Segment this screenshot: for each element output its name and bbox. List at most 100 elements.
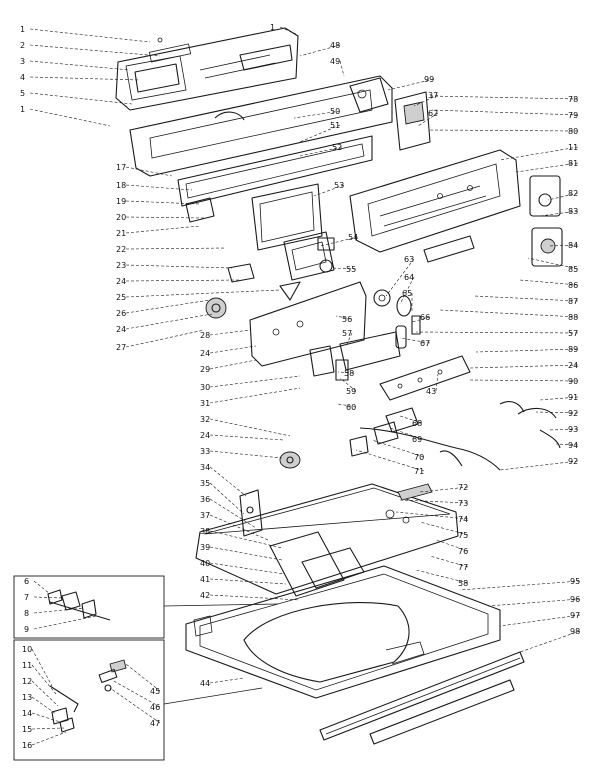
callout-number: 31	[200, 399, 210, 408]
callout-leader	[209, 530, 283, 549]
callout-leader	[339, 60, 345, 77]
callout-right-11: 88	[439, 309, 579, 322]
callout-inset-top-0: 6	[24, 577, 51, 595]
callout-left-11: 22	[116, 245, 227, 254]
front-trim	[319, 651, 525, 745]
callout-number: 18	[116, 181, 126, 190]
callout-leader	[31, 680, 59, 707]
callout-leader	[125, 247, 227, 250]
callout-number: 3	[20, 57, 25, 66]
callout-number: 57	[342, 329, 352, 338]
callout-number: 51	[330, 121, 340, 130]
callout-number: 25	[116, 293, 126, 302]
callout-left-25: 33	[200, 447, 283, 459]
callout-leader	[125, 663, 161, 692]
wire-harness	[359, 401, 561, 471]
callout-center-0: 1	[270, 23, 297, 35]
callout-leader	[539, 396, 579, 401]
callout-inset-bottom-8: 46	[111, 679, 160, 712]
callout-leader	[515, 162, 579, 173]
callout-center-18: 57	[342, 329, 353, 347]
callout-number: 76	[458, 547, 468, 556]
callout-leader	[125, 289, 281, 298]
callout-left-32: 40	[200, 559, 285, 575]
callout-right-29: 96	[487, 595, 581, 607]
callout-number: 32	[200, 415, 210, 424]
callout-leader	[125, 225, 201, 234]
callout-leader	[29, 28, 151, 43]
callout-right-22: 73	[399, 499, 468, 508]
callout-number: 85	[568, 265, 578, 274]
callout-leader	[469, 364, 579, 369]
pressure-switch	[339, 289, 421, 371]
callout-leader	[539, 210, 579, 217]
callout-right-20: 92	[499, 457, 578, 471]
callout-number: 92	[568, 457, 578, 466]
callout-inset-bottom-5: 15	[22, 725, 65, 734]
callout-center-25: 70	[371, 439, 425, 462]
callout-number: 47	[150, 719, 160, 728]
callout-number: 9	[24, 625, 29, 634]
callout-number: 14	[22, 709, 32, 718]
callout-number: 50	[330, 107, 340, 116]
callout-number: 64	[404, 273, 414, 282]
callout-leader	[431, 109, 579, 116]
callout-number: 6	[24, 577, 29, 586]
callout-leader	[33, 607, 85, 614]
callout-leader	[209, 546, 283, 561]
callout-leader	[469, 379, 579, 382]
callout-leader	[125, 279, 241, 282]
callout-number: 55	[346, 265, 356, 274]
lid-switch	[239, 451, 301, 537]
callout-number: 60	[346, 403, 356, 412]
callout-right-1: 79	[431, 109, 579, 120]
callout-leader	[125, 264, 233, 269]
callout-number: 79	[568, 111, 578, 120]
callout-number: 52	[332, 143, 342, 152]
callout-number: 78	[568, 95, 578, 104]
callout-leader	[429, 95, 579, 100]
callout-number: 73	[458, 499, 468, 508]
callout-inset-bottom-2: 12	[22, 677, 59, 707]
callout-left-22: 31	[200, 387, 301, 408]
callout-leader	[387, 78, 435, 91]
callout-leader	[125, 166, 173, 177]
callout-center-13: 64	[399, 273, 415, 305]
callout-number: 40	[200, 559, 210, 568]
callout-number: 24	[568, 361, 578, 370]
callout-number: 8	[24, 609, 29, 618]
callout-left-26: 34	[200, 463, 247, 497]
callout-number: 7	[24, 593, 29, 602]
callout-leader	[33, 580, 51, 595]
callout-leader	[411, 316, 431, 323]
callout-leader	[435, 373, 439, 392]
callout-number: 2	[20, 41, 25, 50]
callout-leader	[439, 309, 579, 318]
callout-number: 62	[428, 109, 438, 118]
callout-number: 5	[20, 89, 25, 98]
callout-center-11: 55	[331, 265, 356, 274]
control-console	[129, 75, 431, 223]
callout-number: 24	[200, 431, 210, 440]
callout-left-16: 24	[116, 313, 213, 334]
callout-inset-bottom-9: 47	[109, 687, 160, 728]
callout-number: 19	[116, 197, 126, 206]
callout-leader	[487, 598, 581, 607]
callout-leader	[293, 110, 341, 119]
callout-right-18: 93	[547, 425, 578, 434]
callout-leader	[125, 313, 213, 330]
callout-number: 45	[150, 687, 160, 696]
callout-right-27: 58	[415, 569, 468, 588]
callout-right-9: 86	[519, 279, 578, 290]
callout-left-5: 1	[20, 105, 111, 127]
callout-center-24: 69	[389, 427, 422, 444]
callout-leader	[371, 439, 425, 458]
callout-left-27: 35	[200, 479, 245, 515]
callout-number: 46	[150, 703, 160, 712]
callout-number: 11	[568, 143, 578, 152]
callout-leader	[31, 731, 67, 746]
lower-console-panel	[251, 183, 323, 251]
callout-left-35: 44	[200, 677, 245, 688]
callout-left-30: 38	[200, 527, 283, 549]
callout-left-6: 17	[116, 163, 173, 177]
